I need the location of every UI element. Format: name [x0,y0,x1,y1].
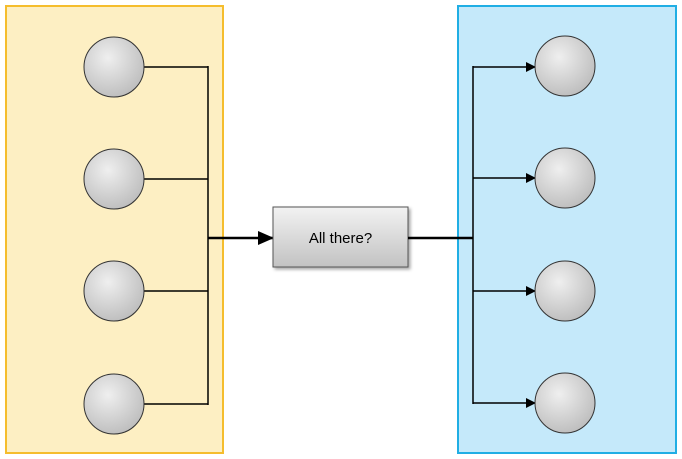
right-connectors [472,62,536,408]
right-node-3 [534,260,596,322]
center-box-rect [272,206,409,268]
right-node-1 [534,35,596,97]
right-node-4 [534,372,596,434]
right-nodes [534,35,596,434]
left-nodes [83,36,145,435]
center-box: All there? [272,206,409,268]
left-node-4 [83,373,145,435]
right-node-2 [534,147,596,209]
left-node-2 [83,148,145,210]
left-node-1 [83,36,145,98]
left-node-3 [83,260,145,322]
center-box-label: All there? [309,230,372,247]
left-connectors [144,66,209,405]
